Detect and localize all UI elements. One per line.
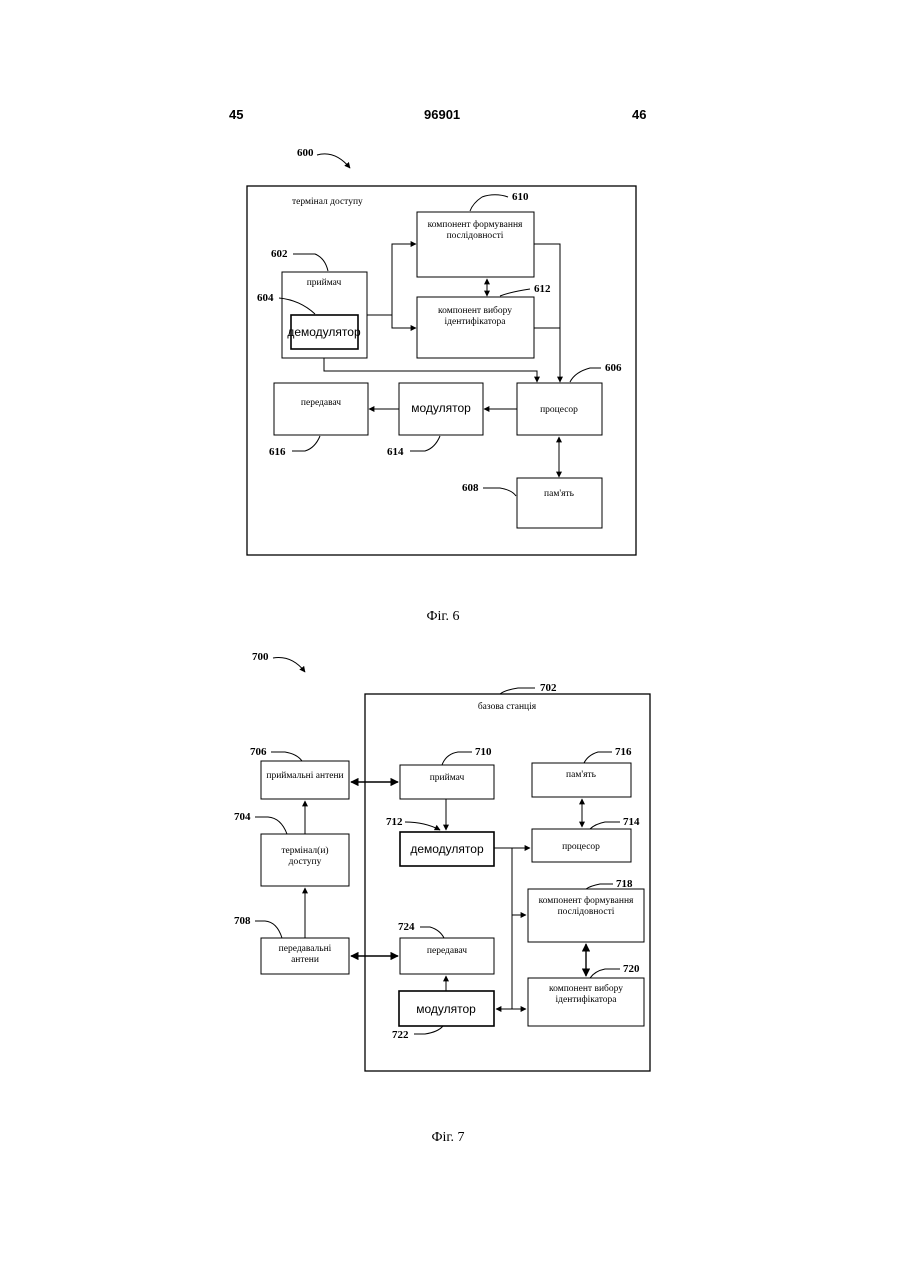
fig6-sequence-label-1: компонент формування — [428, 219, 523, 230]
fig7-702-leader — [500, 688, 535, 694]
fig7-id-label-2: ідентифікатора — [556, 994, 618, 1005]
fig7-ref-704: 704 — [234, 811, 251, 823]
fig6-receiver-label: приймач — [307, 277, 342, 288]
fig7-710-leader — [442, 752, 472, 765]
figure-6-text: 600 610 602 604 612 606 608 616 614 терм… — [257, 147, 622, 624]
fig7-718-leader — [586, 884, 613, 889]
fig7-base-station-label: базова станція — [478, 701, 537, 712]
fig7-sequence-label-2: послідовності — [558, 907, 615, 917]
fig7-714-leader — [590, 822, 620, 829]
fig6-ref-600: 600 — [297, 147, 314, 159]
fig6-ref-602: 602 — [271, 248, 288, 260]
fig6-ref-612: 612 — [534, 283, 551, 295]
fig7-ref-700: 700 — [252, 651, 269, 663]
fig7-sequence-label-1: компонент формування — [539, 895, 634, 906]
fig7-rx-antennas-label: приймальні антени — [266, 770, 343, 781]
fig6-memory-label: пам'ять — [544, 489, 575, 499]
fig6-id-label-1: компонент вибору — [438, 305, 512, 316]
fig7-ref-712: 712 — [386, 816, 403, 828]
fig7-ref-710: 710 — [475, 746, 492, 758]
fig6-610-leader — [482, 195, 508, 197]
fig6-terminal-label: термінал доступу — [292, 197, 363, 207]
fig6-600-leader — [317, 154, 350, 168]
fig7-724-leader — [420, 927, 444, 938]
fig6-sequence-label-2: послідовності — [447, 231, 504, 241]
fig7-722-leader — [414, 1026, 443, 1034]
fig7-tx-antennas-label-1: передавальні — [279, 944, 332, 954]
fig7-ref-724: 724 — [398, 921, 415, 933]
fig6-616-leader — [292, 436, 320, 451]
fig7-ref-706: 706 — [250, 746, 267, 758]
fig7-ref-714: 714 — [623, 816, 640, 828]
fig7-bus-to-modulator — [496, 848, 512, 1009]
fig7-terminals-label-1: термінал(и) — [281, 845, 328, 856]
fig7-ref-716: 716 — [615, 746, 632, 758]
fig7-modulator-label: модулятор — [416, 1002, 476, 1016]
fig6-transmitter-box — [274, 383, 368, 435]
fig6-receiver-to-id — [392, 315, 416, 328]
fig6-ref-608: 608 — [462, 482, 479, 494]
figure-6 — [247, 154, 636, 555]
fig6-602-leader — [293, 254, 328, 271]
fig6-ref-614: 614 — [387, 446, 404, 458]
fig6-processor-label: процесор — [540, 405, 578, 415]
fig7-memory-label: пам'ять — [566, 770, 597, 780]
fig6-modulator-label: модулятор — [411, 401, 471, 415]
fig7-704-leader — [255, 817, 287, 834]
fig6-ref-606: 606 — [605, 362, 622, 374]
fig7-ref-702: 702 — [540, 682, 557, 694]
fig7-tx-antennas-label-2: антени — [291, 955, 319, 965]
fig7-demodulator-label: демодулятор — [410, 842, 484, 856]
fig7-processor-label: процесор — [562, 842, 600, 852]
fig6-memory-box — [517, 478, 602, 528]
fig7-716-leader — [584, 752, 612, 763]
fig6-caption: Фіг. 6 — [426, 609, 459, 624]
fig6-id-label-2: ідентифікатора — [445, 316, 507, 327]
fig7-base-station-frame — [365, 694, 650, 1071]
fig7-ref-720: 720 — [623, 963, 640, 975]
fig6-612-leader — [500, 289, 530, 296]
fig6-receiver-to-sequence — [367, 244, 416, 315]
fig7-700-leader — [273, 658, 305, 672]
fig7-id-label-1: компонент вибору — [549, 983, 623, 994]
fig6-614-leader — [410, 436, 440, 451]
fig7-transmitter-label: передавач — [427, 946, 467, 956]
fig6-604-leader — [279, 298, 315, 314]
fig7-712-leader — [405, 822, 440, 830]
fig6-ref-610: 610 — [512, 191, 529, 203]
fig6-606-leader — [570, 368, 601, 382]
fig6-receiver-to-processor — [324, 358, 537, 382]
fig7-receiver-label: приймач — [430, 772, 465, 783]
fig7-ref-722: 722 — [392, 1029, 409, 1041]
fig7-memory-box — [532, 763, 631, 797]
fig7-terminals-label-2: доступу — [289, 857, 322, 867]
fig7-720-leader — [590, 969, 620, 978]
fig6-transmitter-label: передавач — [301, 398, 341, 408]
fig7-ref-718: 718 — [616, 878, 633, 890]
fig6-ref-616: 616 — [269, 446, 286, 458]
fig6-608-leader — [483, 488, 516, 496]
fig7-708-leader — [255, 921, 282, 938]
fig7-706-leader — [271, 752, 302, 761]
fig7-caption: Фіг. 7 — [431, 1130, 464, 1145]
fig6-demodulator-label: демодулятор — [287, 325, 361, 339]
fig6-610-leader-b — [470, 197, 482, 211]
fig6-ref-604: 604 — [257, 292, 274, 304]
fig7-transmitter-box — [400, 938, 494, 974]
fig7-ref-708: 708 — [234, 915, 251, 927]
fig6-sequence-to-processor — [534, 244, 560, 382]
